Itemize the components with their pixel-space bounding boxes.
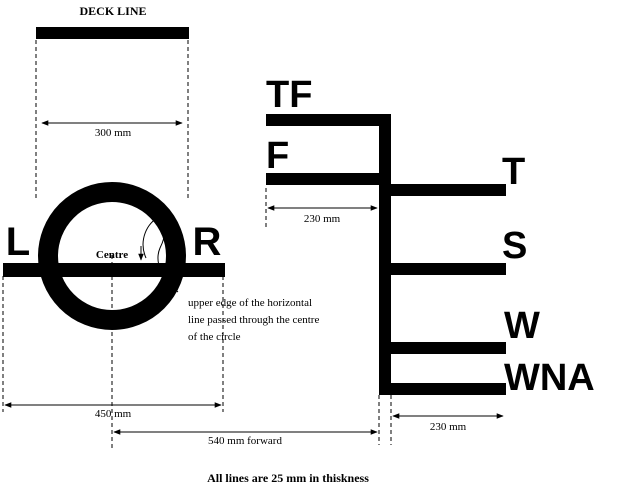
vertical-bar (379, 114, 391, 395)
mark-s: S (502, 225, 527, 267)
line-f (266, 173, 381, 185)
dim-300-label: 300 mm (95, 127, 132, 139)
line-w (389, 342, 506, 354)
letter-r: R (193, 220, 222, 264)
line-t (389, 184, 506, 196)
dim-230-top-label: 230 mm (304, 213, 341, 225)
deck-line-label: DECK LINE (79, 4, 146, 18)
horizontal-line (3, 263, 225, 277)
mark-tf: TF (266, 74, 312, 116)
line-wna (389, 383, 506, 395)
centre-label: Centre (96, 249, 128, 261)
mark-w: W (504, 305, 540, 347)
dashed-guides (2, 40, 392, 450)
leader-curve (142, 217, 179, 293)
note-line-1: upper edge of the horizontal (188, 297, 312, 309)
dim-540-label: 540 mm forward (208, 435, 282, 447)
letter-l: L (6, 220, 30, 264)
line-tf (266, 114, 381, 126)
load-line-ring (38, 182, 186, 330)
deck-line (36, 27, 189, 39)
note-line-3: of the circle (188, 331, 241, 343)
mark-f: F (266, 135, 289, 177)
line-s (389, 263, 506, 275)
dim-230-bottom-label: 230 mm (430, 421, 467, 433)
mark-wna: WNA (504, 357, 595, 399)
note-line-2: line passed through the centre (188, 314, 319, 326)
mark-t: T (502, 151, 525, 193)
dim-450-label: 450 mm (95, 408, 132, 420)
footer-note: All lines are 25 mm in thiskness (207, 471, 369, 485)
